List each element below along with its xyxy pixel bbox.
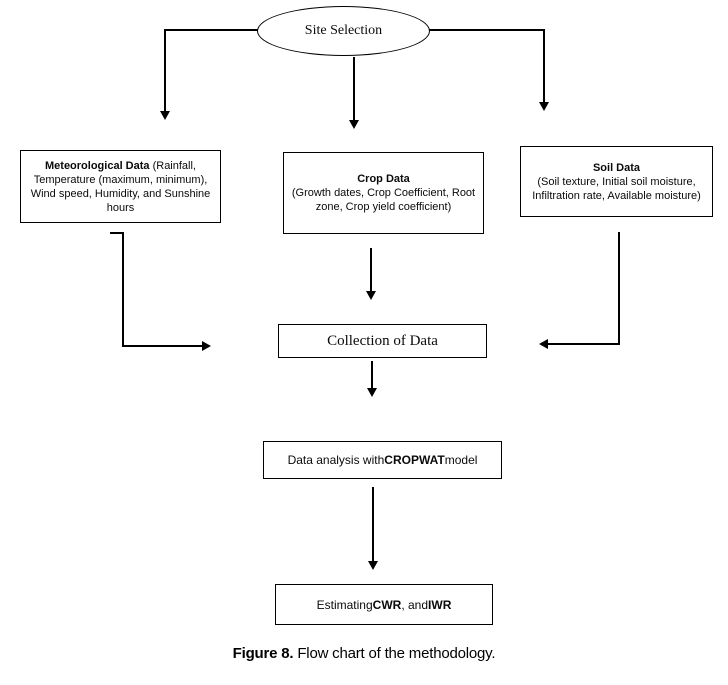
data-analysis-box: Data analysis with CROPWAT model <box>263 441 502 479</box>
data-analysis-text-pre: Data analysis with <box>287 453 385 467</box>
soil-data-line1: (Soil texture, Initial soil moisture, <box>537 175 696 188</box>
site-selection-label: Site Selection <box>304 23 383 38</box>
data-analysis-text-post: model <box>444 453 478 467</box>
connector-analysis-to-estimating <box>372 487 374 561</box>
connector-ellipse-right-horizontal <box>429 29 545 31</box>
connector-crop-to-collection <box>370 248 372 291</box>
meteorological-data-line1: Meteorological Data (Rainfall, <box>45 159 196 172</box>
crop-data-title: Crop Data <box>357 173 410 185</box>
crop-data-box: Crop Data (Growth dates, Crop Coefficien… <box>283 152 484 234</box>
meteorological-data-line4: hours <box>106 201 135 214</box>
meteorological-data-box: Meteorological Data (Rainfall, Temperatu… <box>20 150 221 223</box>
arrowhead-to-meteorological-box <box>160 111 170 120</box>
connector-collection-to-analysis <box>371 361 373 388</box>
estimating-text-mid: , and <box>401 597 429 612</box>
connector-ellipse-middle-vertical <box>353 57 355 120</box>
arrowhead-to-soil-box <box>539 102 549 111</box>
cropwat-label: CROPWAT <box>384 453 445 467</box>
connector-soil-elbow-horizontal <box>548 343 620 345</box>
arrowhead-soil-to-collection <box>539 339 548 349</box>
meteorological-data-line3: Wind speed, Humidity, and Sunshine <box>30 187 211 200</box>
connector-ellipse-left-vertical <box>164 29 166 111</box>
crop-data-line1: (Growth dates, Crop Coefficient, Root <box>291 187 476 199</box>
figure-caption: Figure 8. Flow chart of the methodology. <box>0 645 728 662</box>
arrowhead-crop-to-collection <box>366 291 376 300</box>
connector-met-elbow-vertical <box>122 232 124 347</box>
arrowhead-met-to-collection <box>202 341 211 351</box>
connector-ellipse-right-vertical <box>543 29 545 102</box>
connector-met-elbow-horizontal <box>122 345 202 347</box>
connector-ellipse-left-horizontal <box>165 29 258 31</box>
site-selection-ellipse: Site Selection <box>257 6 430 56</box>
crop-data-line2: zone, Crop yield coefficient) <box>315 201 452 213</box>
cwr-label: CWR <box>372 597 402 612</box>
soil-data-line2: Infiltration rate, Available moisture) <box>532 189 701 202</box>
arrowhead-to-crop-box <box>349 120 359 129</box>
collection-of-data-box: Collection of Data <box>278 324 487 358</box>
arrowhead-analysis-to-estimating <box>368 561 378 570</box>
estimating-text-pre: Estimating <box>316 597 373 612</box>
estimating-box: Estimating CWR, and IWR <box>275 584 493 625</box>
iwr-label: IWR <box>428 597 452 612</box>
soil-data-title: Soil Data <box>592 161 641 174</box>
connector-soil-elbow-vertical <box>618 232 620 345</box>
collection-of-data-label: Collection of Data <box>327 332 438 349</box>
soil-data-box: Soil Data (Soil texture, Initial soil mo… <box>520 146 713 217</box>
figure-caption-number: Figure 8. <box>232 645 294 662</box>
meteorological-data-title: Meteorological Data <box>45 159 150 172</box>
figure-caption-text: Flow chart of the methodology. <box>293 645 496 662</box>
arrowhead-collection-to-analysis <box>367 388 377 397</box>
meteorological-data-line2: Temperature (maximum, minimum), <box>33 173 208 186</box>
connector-met-elbow-stub <box>110 232 124 234</box>
